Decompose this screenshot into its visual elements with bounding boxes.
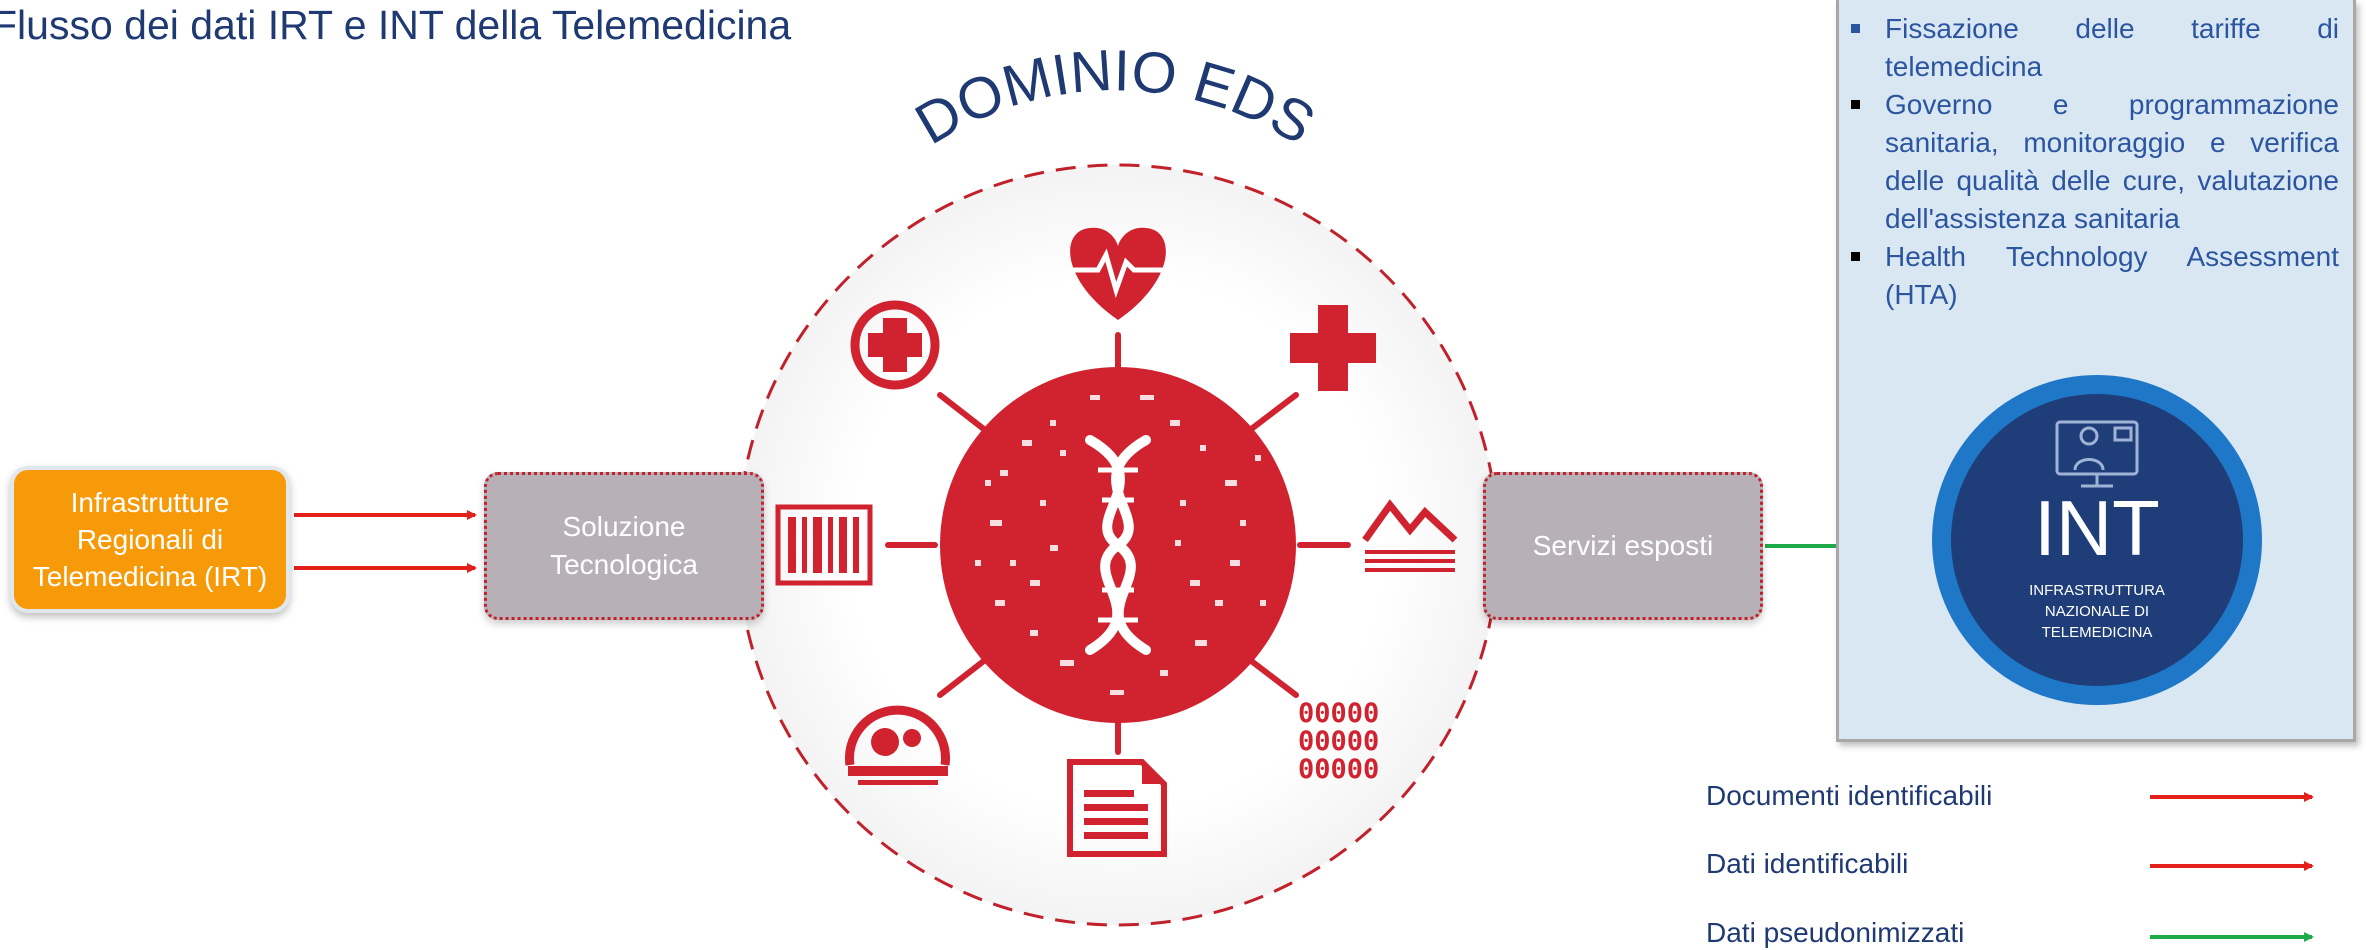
binary-digits-icon: 00000 00000 00000: [1298, 698, 1379, 785]
medical-cross-circle-icon: [850, 300, 940, 390]
svg-text:00000: 00000: [1298, 726, 1379, 757]
soluzione-tecnologica-box: Soluzione Tecnologica: [484, 472, 764, 620]
page-title: Flusso dei dati IRT e INT della Telemedi…: [0, 2, 792, 48]
servizi-esposti-box: Servizi esposti: [1483, 472, 1763, 620]
bullet-icon: [1851, 100, 1860, 109]
scanner-icon: [845, 705, 950, 785]
soluzione-label: Soluzione Tecnologica: [550, 511, 698, 580]
bullet-icon: [1851, 252, 1860, 261]
int-badge: [1932, 375, 2262, 705]
document-icon: [1067, 759, 1167, 857]
heart-pulse-icon: [1070, 227, 1166, 320]
list-item: Governo e programmazione sanitaria, moni…: [1851, 86, 2339, 238]
legend-arrows: [2150, 792, 2314, 942]
int-full-name-line: NAZIONALE DI: [2044, 603, 2150, 620]
int-purposes-panel: Fissazione delle tariffe di telemedicina…: [1836, 0, 2356, 742]
svg-text:00000: 00000: [1298, 698, 1379, 729]
barcode-icon: [775, 504, 873, 586]
legend-label: Dati identificabili: [1706, 848, 1909, 879]
purposes-list: Fissazione delle tariffe di telemedicina…: [1839, 0, 2353, 314]
int-label: INT INFRASTRUTTURA NAZIONALE DI TELEMEDI…: [1952, 488, 2242, 643]
irt-label: Infrastrutture Regionali di Telemedicina…: [32, 487, 268, 592]
flow-arrows-irt: [294, 510, 477, 573]
int-full-name: INFRASTRUTTURA NAZIONALE DI TELEMEDICINA: [1952, 580, 2242, 643]
svg-text:00000: 00000: [1298, 754, 1379, 785]
legend-label: Dati pseudonimizzati: [1706, 917, 1965, 948]
doctor-monitor-icon: [2055, 420, 2139, 488]
int-full-name-line: TELEMEDICINA: [2041, 624, 2153, 641]
int-full-name-line: INFRASTRUTTURA: [2029, 582, 2165, 599]
bullet-icon: [1851, 24, 1860, 33]
irt-box: Infrastrutture Regionali di Telemedicina…: [10, 466, 290, 613]
dna-icon: [940, 367, 1296, 723]
medical-cross-icon: [1290, 305, 1376, 391]
domain-label: DOMINIO EDS: [905, 38, 1326, 157]
spokes: [885, 332, 1351, 755]
legend-label: Documenti identificabili: [1706, 780, 1993, 811]
servizi-label: Servizi esposti: [1532, 530, 1714, 561]
graph-line-icon: [1362, 499, 1458, 572]
list-item: Fissazione delle tariffe di telemedicina: [1851, 10, 2339, 86]
int-abbr: INT: [2034, 484, 2160, 572]
list-item: Health Technology Assessment (HTA): [1851, 238, 2339, 314]
